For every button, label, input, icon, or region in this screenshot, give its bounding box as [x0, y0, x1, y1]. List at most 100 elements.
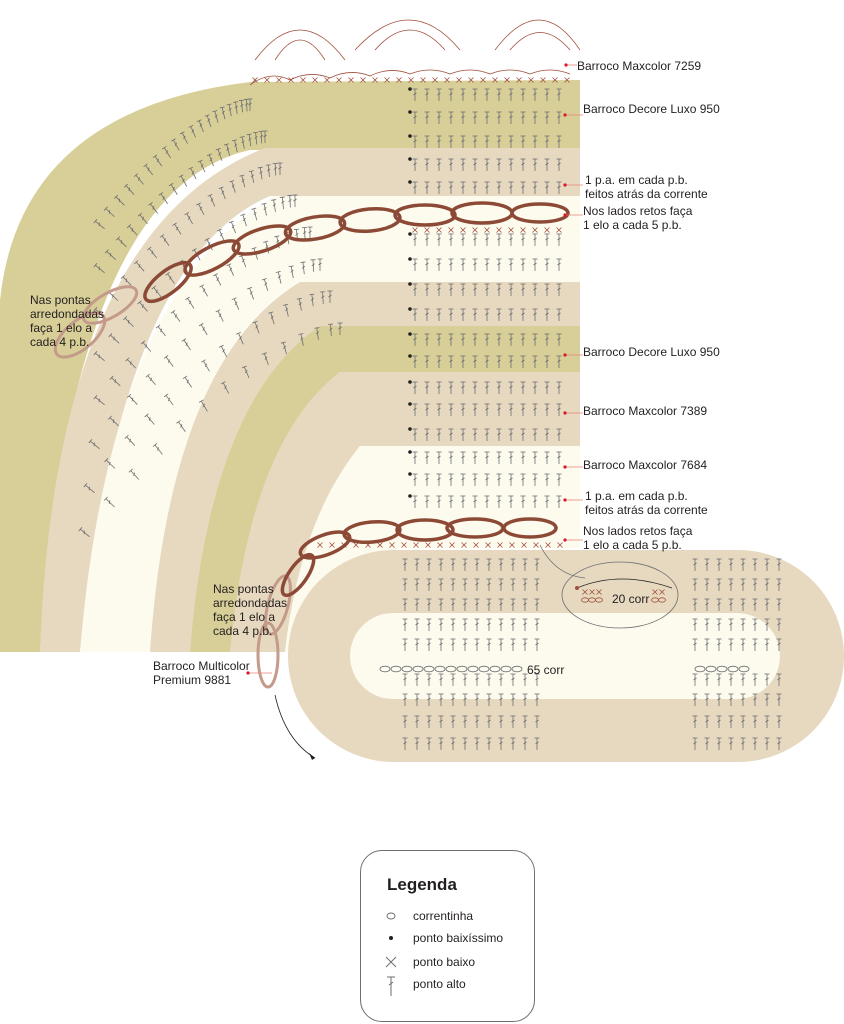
direction-arrow-head — [309, 753, 315, 760]
band-olive-inner — [190, 326, 580, 652]
chain-stitch-mark — [595, 597, 603, 603]
label-line: faça 1 elo a — [30, 321, 93, 335]
pointer-dot — [563, 465, 567, 469]
chain-link — [298, 530, 352, 560]
label-line: 1 elo a cada 5 p.b. — [583, 218, 682, 232]
slip-stitch-mark — [408, 380, 412, 384]
pointer-dot — [563, 498, 567, 502]
chain-link — [143, 260, 193, 304]
chain-link — [342, 519, 402, 545]
chain-link — [450, 201, 514, 225]
chain-stitch-mark — [658, 597, 666, 603]
oval-base — [288, 550, 844, 762]
label-line: Premium 9881 — [153, 673, 232, 687]
slip-stitch-mark — [408, 110, 412, 114]
slip-stitch-icon — [389, 936, 393, 940]
pointer-dot — [564, 63, 568, 67]
label-line: Barroco Multicolor — [153, 659, 250, 673]
single-crochet-icon — [385, 956, 397, 968]
slip-stitch-mark — [408, 157, 412, 161]
slip-stitch-mark — [408, 87, 412, 91]
slip-stitch-mark — [408, 450, 412, 454]
label-multicolor: Barroco Multicolor Premium 9881 — [153, 659, 250, 687]
slip-stitch-mark — [408, 494, 412, 498]
double-crochet-icon — [387, 976, 395, 996]
label-decore-950-mid: Barroco Decore Luxo 950 — [583, 345, 720, 359]
label-maxcolor-7389: Barroco Maxcolor 7389 — [583, 404, 708, 418]
pointer-dot — [563, 353, 567, 357]
label-maxcolor-7259: Barroco Maxcolor 7259 — [577, 59, 702, 73]
pointer-dot — [246, 671, 250, 675]
pointer-dot — [563, 213, 567, 217]
pointer-dot — [563, 183, 567, 187]
label-pontas-left: Nas pontas arredondadas faça 1 elo a cad… — [30, 293, 104, 349]
pointer-dot — [563, 538, 567, 542]
slip-stitch-mark — [408, 354, 412, 358]
label-line: Nos lados retos faça — [583, 204, 693, 218]
label-line: Nas pontas — [213, 582, 274, 596]
pointer-dot — [563, 113, 567, 117]
chain-link — [231, 224, 293, 256]
label-line: faça 1 elo a — [213, 610, 276, 624]
label-pointers — [246, 63, 583, 675]
legend-box: Legenda correntinha ponto baixíssimo pon… — [360, 850, 535, 1022]
band-cream-inner — [285, 446, 580, 652]
chain-stitch-icon — [386, 912, 396, 920]
label-line: cada 4 p.b. — [30, 335, 90, 349]
scallop-border — [249, 19, 581, 86]
start-detail-callout — [539, 544, 679, 629]
chain-loops-upper — [143, 201, 570, 304]
pointer-dot — [563, 411, 567, 415]
chain-link — [445, 517, 505, 539]
chain-link — [280, 552, 316, 598]
band-olive-outer — [0, 80, 580, 652]
label-pa-top: 1 p.a. em cada p.b. feitos atrás da corr… — [585, 173, 708, 201]
chain-link — [395, 518, 455, 542]
corner-bands — [0, 80, 580, 652]
band-tan-outer — [40, 148, 580, 652]
slip-stitch-mark — [408, 332, 412, 336]
chain-link — [393, 203, 457, 227]
legend-title: Legenda — [387, 875, 457, 894]
slip-stitch-mark — [408, 427, 412, 431]
single-crochet-mark — [264, 77, 270, 83]
legend-label: ponto alto — [413, 977, 466, 991]
label-line: feitos atrás da corrente — [585, 187, 708, 201]
slip-stitch-mark — [408, 472, 412, 476]
slip-stitch-mark — [408, 257, 412, 261]
chain-loops-lower — [280, 517, 558, 598]
label-retos-bottom: Nos lados retos faça 1 elo a cada 5 p.b. — [583, 524, 692, 552]
legend-label: ponto baixo — [413, 955, 476, 969]
stitch-rows — [78, 77, 782, 751]
slip-stitch-mark — [408, 307, 412, 311]
slip-stitch-mark — [408, 180, 412, 184]
label-line: Nas pontas — [30, 293, 91, 307]
label-line: 1 p.a. em cada p.b. — [585, 173, 688, 187]
label-pontas-bottom: Nas pontas arredondadas faça 1 elo a cad… — [213, 582, 287, 638]
band-tan-2 — [150, 282, 580, 652]
slip-stitch-mark — [408, 282, 412, 286]
label-20-corr: 20 corr — [612, 592, 650, 606]
label-line: arredondadas — [30, 307, 105, 321]
legend-label: correntinha — [413, 909, 474, 923]
band-cream-chain — [80, 196, 580, 652]
label-line: 1 elo a cada 5 p.b. — [583, 538, 682, 552]
chain-link — [338, 206, 402, 234]
label-65-corr: 65 corr — [527, 663, 565, 677]
label-line: Nos lados retos faça — [583, 524, 693, 538]
slip-stitch-mark — [408, 232, 412, 236]
legend-label: ponto baixíssimo — [413, 931, 504, 945]
label-line: arredondadas — [213, 596, 288, 610]
chain-link — [183, 239, 241, 277]
band-tan-inner — [230, 372, 580, 652]
label-pa-bottom: 1 p.a. em cada p.b. feitos atrás da corr… — [585, 489, 708, 517]
chain-link — [283, 214, 347, 242]
label-retos-top: Nos lados retos faça 1 elo a cada 5 p.b. — [583, 204, 692, 232]
label-line: feitos atrás da corrente — [585, 503, 708, 517]
single-crochet-mark — [276, 77, 282, 83]
label-line: cada 4 p.b. — [213, 624, 273, 638]
slip-stitch-mark — [408, 402, 412, 406]
label-maxcolor-7684: Barroco Maxcolor 7684 — [583, 458, 708, 472]
label-decore-950-top: Barroco Decore Luxo 950 — [583, 102, 720, 116]
